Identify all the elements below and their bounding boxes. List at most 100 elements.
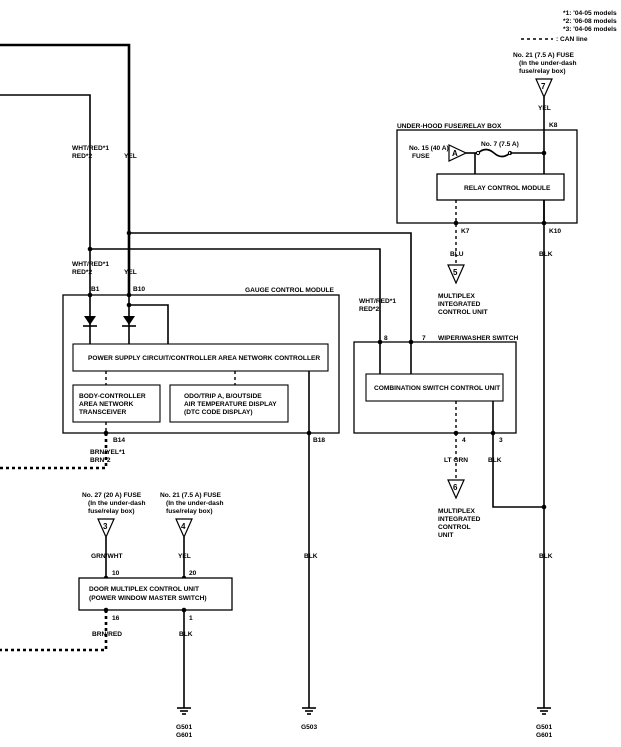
- wire-label-yel-mid: YEL: [124, 269, 137, 276]
- wire-label-red-top: RED*2: [72, 153, 92, 160]
- odo-label: (DTC CODE DISPLAY): [184, 409, 253, 416]
- pin-4: 4: [462, 437, 466, 444]
- pin-10: 10: [112, 570, 120, 577]
- door-multiplex-control-unit: 10 20 DOOR MULTIPLEX CONTROL UNIT (POWER…: [0, 570, 233, 708]
- legend-can-line: : CAN line: [556, 36, 588, 43]
- body-controller-block: [72, 384, 161, 423]
- top-left-wires: WHT/RED*1 RED*2 YEL WHT/RED*1 RED*2 YEL …: [0, 43, 412, 342]
- gauge-control-module: GAUGE CONTROL MODULE B1 B10 POWER SUPPLY…: [62, 286, 340, 444]
- wire-label-blk-k10: BLK: [539, 251, 553, 258]
- fuse-a-letter: A: [452, 149, 458, 158]
- splice-point: [126, 302, 132, 308]
- fuse-27: No. 27 (20 A) FUSE (In the under-dash fu…: [82, 492, 146, 578]
- wire-label-blk-p3: BLK: [488, 457, 502, 464]
- legend: *1: '04-05 models *2: '06-08 models *3: …: [521, 10, 617, 43]
- splice-point: [87, 246, 93, 252]
- pin-k7: K7: [461, 228, 470, 235]
- fuse-label: (In the under-dash: [519, 60, 577, 67]
- pin-b10: B10: [133, 286, 145, 293]
- pin-20: 20: [189, 570, 197, 577]
- mic-top-label: CONTROL UNIT: [438, 309, 488, 316]
- fuse-7-symbol: [477, 148, 511, 158]
- fuse-21-top: No. 21 (7.5 A) FUSE (In the under-dash f…: [513, 52, 577, 130]
- combination-switch-block: [365, 373, 504, 402]
- door-unit-outline: [78, 577, 233, 611]
- odo-label: ODO/TRIP A, B/OUTSIDE: [184, 393, 262, 400]
- body-controller-label: BODY-CONTROLLER: [79, 393, 146, 400]
- wire-label-blu: BLU: [450, 251, 464, 258]
- mic-bottom-label: INTEGRATED: [438, 516, 481, 523]
- wire-label-wht-red-wiper: WHT/RED*1: [359, 298, 396, 305]
- pin-16: 16: [112, 615, 120, 622]
- combination-switch-label: COMBINATION SWITCH CONTROL UNIT: [374, 385, 500, 392]
- pin-k10: K10: [549, 228, 561, 235]
- fuse-label: (In the under-dash: [166, 500, 224, 507]
- power-supply-block: [72, 343, 329, 372]
- ground-g501-g601-right: G501 G601: [536, 707, 552, 739]
- mic-6-number: 6: [453, 483, 458, 492]
- relay-control-module: [436, 173, 565, 201]
- wire-label-red-mid: RED*2: [72, 269, 92, 276]
- legend-note-1: *1: '04-05 models: [563, 10, 617, 17]
- mic-connector-5: [447, 264, 465, 285]
- pin-b18: B18: [313, 437, 325, 444]
- gauge-title: GAUGE CONTROL MODULE: [245, 287, 334, 294]
- pin-1: 1: [189, 615, 193, 622]
- wire-label-wht-red-top: WHT/RED*1: [72, 145, 109, 152]
- underhood-title: UNDER-HOOD FUSE/RELAY BOX: [397, 123, 502, 130]
- wiper-washer-switch: WIPER/WASHER SWITCH 8 7 COMBINATION SWIT…: [353, 335, 544, 539]
- wire-label-wht-red-mid: WHT/RED*1: [72, 261, 109, 268]
- wire-label-blk-b18: BLK: [304, 553, 318, 560]
- mic-bottom-label: MULTIPLEX: [438, 508, 475, 515]
- fuse-label: No. 27 (20 A) FUSE: [82, 492, 142, 499]
- fuse-label: fuse/relay box): [166, 508, 213, 515]
- wire-label-yel-door: YEL: [178, 553, 191, 560]
- wire-label-lt-grn: LT GRN: [444, 457, 468, 464]
- fuse15-label: FUSE: [412, 153, 430, 160]
- odo-display-block: [169, 384, 289, 423]
- can-line: [0, 610, 108, 652]
- wire-label-red-wiper: RED*2: [359, 306, 379, 313]
- pin-8: 8: [384, 335, 388, 342]
- mic-bottom-label: CONTROL: [438, 524, 471, 531]
- ground-label: G503: [301, 724, 317, 731]
- fuse-label: fuse/relay box): [519, 68, 566, 75]
- wire-label-brn-red: BRN/RED: [92, 631, 122, 638]
- pin-k8: K8: [549, 122, 558, 129]
- fuse-number: 3: [103, 522, 108, 531]
- fuse-number: 4: [181, 522, 186, 531]
- ground-g503: G503: [301, 707, 317, 731]
- yel-wiper-wire: [129, 232, 412, 342]
- splice-point: [541, 504, 547, 510]
- mic-connector-6: [447, 479, 465, 500]
- mic-5-number: 5: [453, 268, 458, 277]
- splice-point: [126, 230, 132, 236]
- fuse15-label: No. 15 (40 A): [409, 145, 449, 152]
- door-unit-label: DOOR MULTIPLEX CONTROL UNIT: [89, 586, 199, 593]
- odo-label: AIR TEMPERATURE DISPLAY: [184, 401, 277, 408]
- fuse-connector-triangle: [97, 518, 115, 539]
- wiper-title: WIPER/WASHER SWITCH: [438, 335, 518, 342]
- wire-label-grn-wht: GRN/WHT: [91, 553, 123, 560]
- fuse-connector-triangle: [535, 78, 553, 99]
- pin-7: 7: [422, 335, 426, 342]
- splice-point: [541, 150, 547, 156]
- diode-b10: [123, 316, 135, 325]
- connector-pin: [541, 220, 547, 226]
- ground-label: G601: [536, 732, 552, 739]
- fuse-connector-triangle: [175, 518, 193, 539]
- ground-label: G501: [176, 724, 192, 731]
- wire-label-blk-door: BLK: [179, 631, 193, 638]
- pin-b1: B1: [91, 286, 100, 293]
- fuse-label: No. 21 (7.5 A) FUSE: [160, 492, 222, 499]
- mic-top-label: INTEGRATED: [438, 301, 481, 308]
- yel-wire: [0, 43, 131, 295]
- ground-label: G601: [176, 732, 192, 739]
- can-bus-left: BRN/YEL*1 BRN*2: [0, 433, 126, 470]
- pin-3: 3: [499, 437, 503, 444]
- wire-label-blk-right: BLK: [539, 553, 553, 560]
- right-ground-run: BLK: [539, 340, 553, 708]
- fuse-label: No. 21 (7.5 A) FUSE: [513, 52, 575, 59]
- relay-control-module-label: RELAY CONTROL MODULE: [464, 185, 551, 192]
